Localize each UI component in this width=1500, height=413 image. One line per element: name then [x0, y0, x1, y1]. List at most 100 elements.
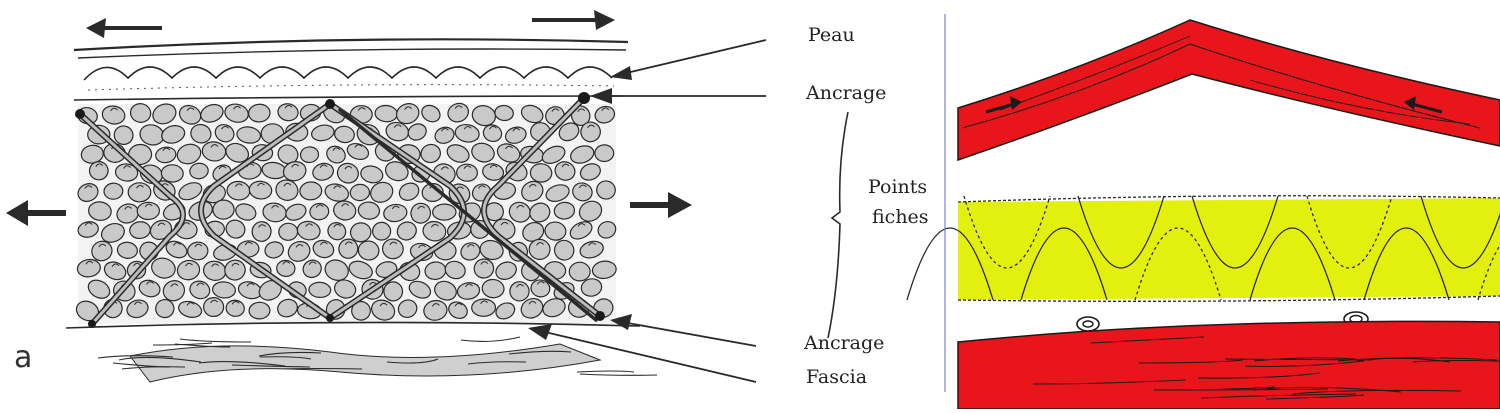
fascia-red-fiber — [1138, 359, 1244, 364]
fat-band-background — [958, 198, 1500, 300]
anchor-points — [75, 92, 605, 328]
fat-lobule — [471, 298, 497, 317]
lobule-mark — [466, 244, 475, 248]
fascia-fiber — [118, 356, 202, 363]
fascia-red-fiber — [1244, 360, 1365, 367]
fascia-red-fiber — [1253, 357, 1365, 362]
fat-lobule — [176, 143, 202, 165]
lobule-mark — [244, 241, 253, 246]
label-anchorage-top: Ancrage — [806, 82, 887, 104]
fascia-red-fiber — [1197, 372, 1321, 379]
lobule-mark — [489, 125, 497, 130]
fascia-red-fiber — [1224, 358, 1373, 361]
fat-lobule — [190, 123, 212, 144]
lobule-mark — [512, 127, 521, 132]
fat-lobule — [357, 201, 381, 220]
fat-lobule-outline — [1306, 195, 1393, 269]
fascia-red-fiber — [1090, 336, 1205, 344]
fat-lobule — [496, 143, 521, 163]
fat-lobule-outline — [1363, 227, 1450, 301]
lobule-mark — [123, 165, 131, 169]
fascia-band — [129, 343, 602, 383]
fascia-fiber — [259, 356, 312, 360]
fat-lobule — [447, 102, 470, 123]
lobule-mark — [170, 283, 179, 287]
dermis-red-fiber — [961, 43, 1481, 129]
skin-surface — [73, 38, 629, 52]
fat-lobule — [408, 280, 432, 299]
lobule-mark — [333, 223, 342, 228]
fat-lobule — [203, 296, 225, 318]
fat-lobule — [225, 299, 245, 317]
fat-lobule — [324, 259, 349, 281]
left-schematic — [6, 10, 849, 383]
fat-lobule — [136, 201, 160, 221]
lobule-mark — [295, 244, 304, 248]
lobule-mark — [210, 299, 218, 304]
fat-lobule — [113, 125, 134, 146]
lobule-mark — [463, 126, 472, 130]
vessel-icon — [1076, 316, 1100, 332]
lobule-mark — [601, 107, 610, 111]
fat-lobule — [558, 122, 580, 142]
fat-lobule — [509, 281, 530, 302]
fat-lobule — [568, 261, 591, 282]
fat-lobule — [212, 199, 235, 220]
fat-lobule — [383, 281, 404, 302]
fat-band-bottom-edge — [957, 295, 1500, 302]
fat-lobule — [248, 103, 271, 123]
fat-lobule — [596, 180, 616, 200]
lobule-mark — [587, 124, 595, 129]
fat-lobule — [529, 163, 553, 183]
lobule-mark — [480, 261, 489, 265]
fascia-fiber — [386, 358, 439, 364]
lobule-mark — [315, 204, 324, 208]
lobule-mark — [210, 144, 219, 148]
fat-lobule — [338, 238, 359, 259]
fat-lobule — [225, 219, 246, 239]
fat-lobule — [311, 124, 335, 142]
fascia-fiber — [579, 373, 658, 376]
lobule-mark — [146, 281, 154, 285]
lobule-mark — [333, 185, 342, 189]
fat-lobule — [116, 241, 138, 259]
lobule-mark — [319, 241, 328, 246]
fat-lobule — [155, 298, 175, 319]
fascia-fiber — [460, 336, 521, 343]
points-brace — [827, 111, 849, 339]
fat-lobule — [327, 222, 347, 241]
label-fascia: Fascia — [806, 366, 868, 388]
lobule-mark — [136, 185, 144, 189]
fascia-red-fiber — [1185, 388, 1329, 391]
lobule-mark — [500, 221, 509, 226]
fat-lobule — [456, 163, 478, 182]
fascia-fiber — [152, 342, 213, 346]
fat-lobule — [336, 162, 359, 184]
fat-lobule — [471, 142, 495, 163]
arrow-mid-left-icon — [6, 200, 66, 226]
fat-lobule — [200, 103, 224, 123]
fat-lobule — [187, 241, 209, 261]
fat-lobule — [471, 105, 497, 127]
fat-lobule — [553, 201, 576, 220]
lobule-mark — [98, 243, 107, 248]
fat-lobule — [542, 298, 566, 318]
lobule-mark — [271, 205, 279, 209]
lobule-mark — [257, 182, 265, 187]
lobule-mark — [528, 183, 537, 188]
fat-lobule — [360, 165, 384, 184]
fat-lobule — [165, 240, 188, 259]
fat-lobule — [264, 241, 285, 259]
fat-lobule — [422, 220, 447, 242]
lobule-mark — [111, 263, 120, 268]
fat-lobule — [129, 103, 152, 123]
fascia-red-fiber — [1032, 379, 1187, 385]
fascia-fiber — [97, 355, 174, 359]
fat-lobule — [189, 280, 211, 300]
fat-lobule — [152, 103, 177, 125]
fat-lobule — [482, 163, 505, 181]
fascia-fiber — [467, 361, 527, 365]
fascia-red-lower — [957, 320, 1500, 410]
lobule-mark — [480, 300, 488, 304]
fat-lobule — [334, 125, 355, 144]
